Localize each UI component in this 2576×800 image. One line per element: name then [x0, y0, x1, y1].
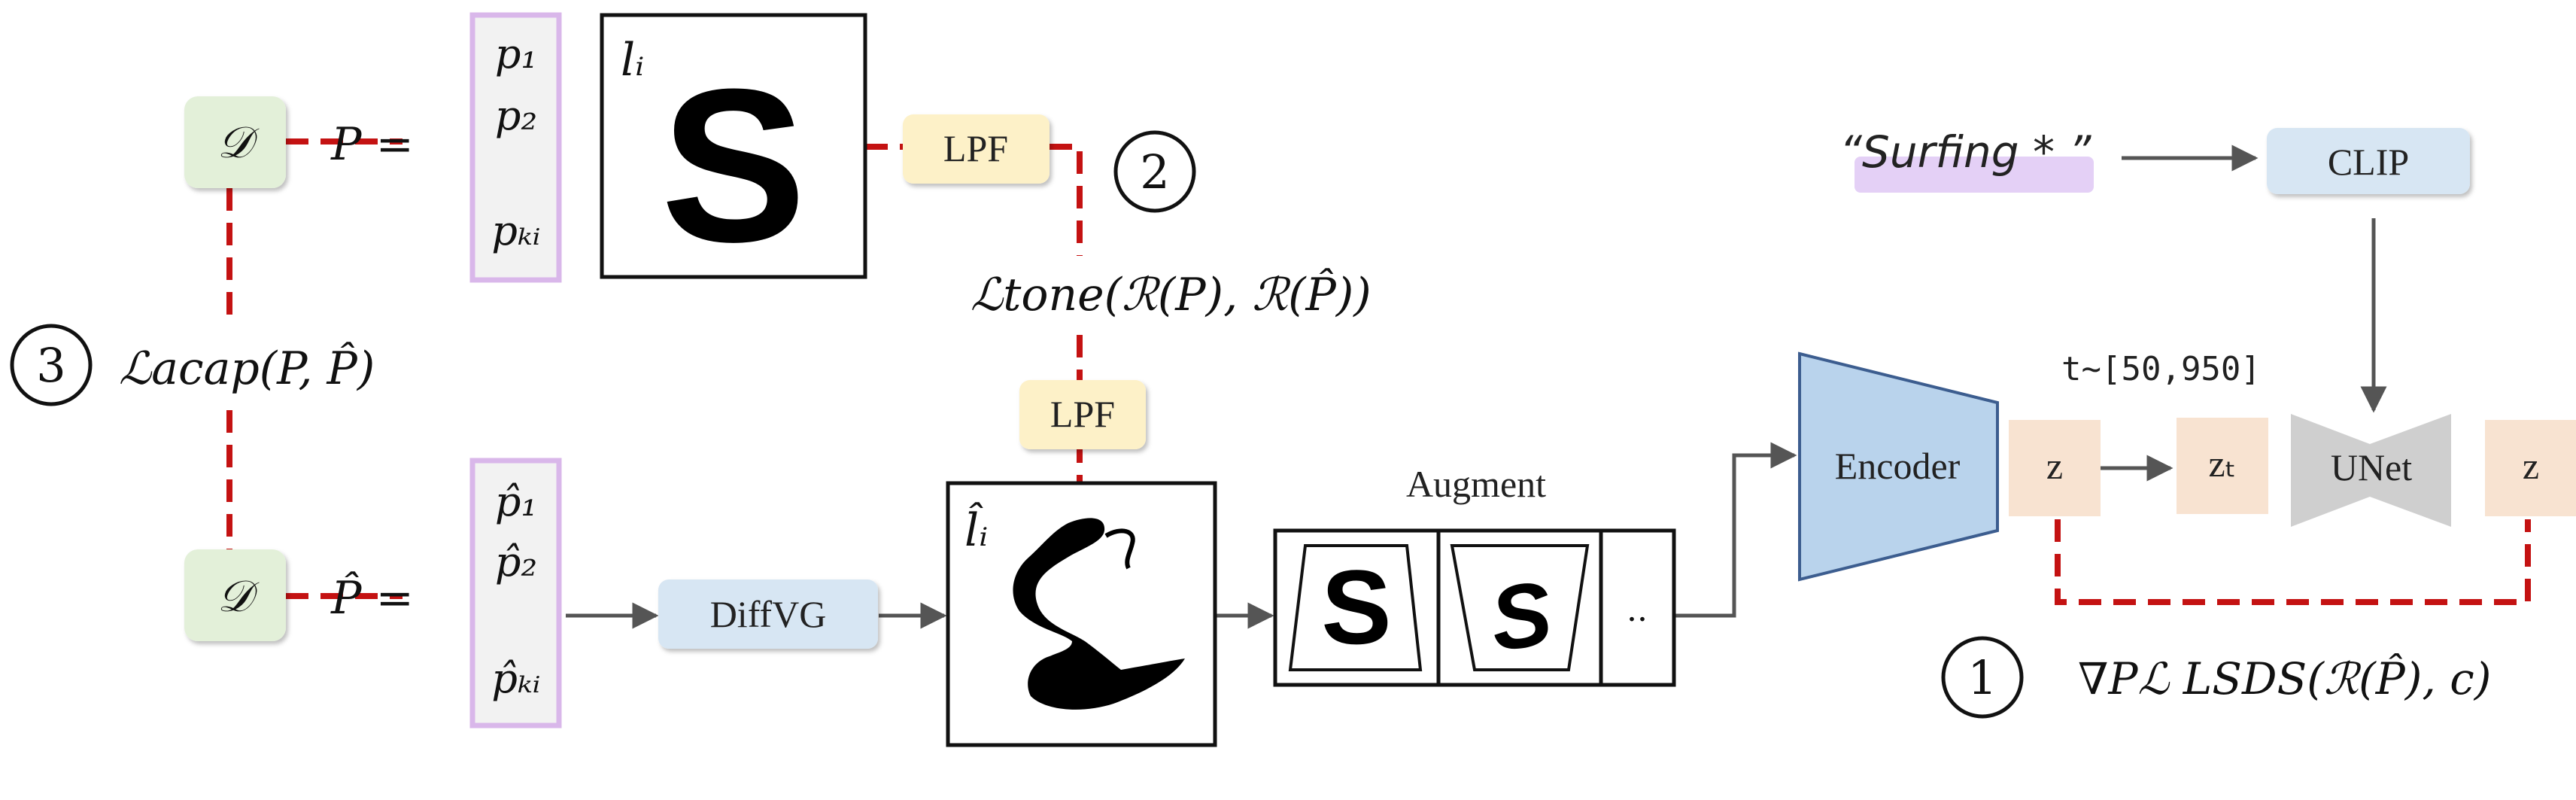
- latent-z-left: z: [2009, 420, 2101, 516]
- step-one: 1: [1941, 636, 2024, 719]
- augment-glyph-2: S: [1484, 562, 1558, 671]
- p-item-1: p₁: [495, 30, 537, 78]
- clip-label: CLIP: [2328, 141, 2409, 183]
- latent-z-right: z: [2485, 420, 2576, 516]
- diffvg-label: DiffVG: [710, 593, 827, 635]
- encoder: Encoder: [1798, 351, 1999, 582]
- p-item-ki: pₖᵢ: [491, 207, 540, 254]
- unet: UNet: [2291, 414, 2451, 527]
- augment-frame-1: [1288, 544, 1423, 671]
- lpf-top: LPF: [903, 114, 1050, 184]
- phat-set-box: [469, 458, 562, 729]
- p-set-box: [469, 12, 562, 283]
- input-letter-label: lᵢ: [621, 34, 644, 87]
- dash-z-loop: [2055, 519, 2531, 605]
- descriptor-top: 𝒟: [184, 96, 286, 188]
- step-three: 3: [10, 324, 93, 406]
- unet-label: UNet: [2331, 446, 2412, 488]
- phat-item-2: p̂₂: [495, 538, 537, 586]
- lpf-top-label: LPF: [943, 127, 1008, 169]
- output-letter-panel: l̂ᵢ: [946, 481, 1217, 747]
- lsds-gradient: ∇Pℒ LSDS(ℛ(P̂), c): [2078, 652, 2491, 704]
- step-one-label: 1: [1967, 650, 1997, 705]
- p-equals: P =: [330, 118, 414, 171]
- phat-item-1: p̂₁: [495, 478, 537, 525]
- arrows: [566, 144, 2387, 629]
- latent-zt-label: zₜ: [2209, 443, 2237, 485]
- augment-frame-2: [1450, 544, 1590, 671]
- augment-title: Augment: [1406, 463, 1546, 505]
- tone-loss: ℒtone(ℛ(P), ℛ(P̂)): [971, 268, 1372, 321]
- encoder-label: Encoder: [1835, 445, 1961, 487]
- input-letter-glyph: S: [661, 44, 806, 287]
- dashed-connections: [226, 138, 2531, 605]
- p-item-2: p₂: [495, 92, 537, 139]
- lpf-middle: LPF: [1019, 380, 1146, 449]
- text-prompt: “Surfing * ”: [1839, 126, 2094, 193]
- timestep-range: t∼[50,950]: [2061, 350, 2261, 388]
- latent-zt: zₜ: [2177, 418, 2268, 514]
- acap-loss: ℒacap(P, P̂): [119, 342, 375, 395]
- arrow-augment-to-encoder: [1674, 442, 1797, 618]
- clip-encoder: CLIP: [2267, 128, 2470, 194]
- input-letter-panel: lᵢ S: [600, 13, 867, 287]
- text-prompt-label: “Surfing * ”: [1839, 126, 2091, 178]
- phat-equals: P̂ =: [330, 571, 414, 625]
- output-letter-label: l̂ᵢ: [964, 502, 988, 557]
- descriptor-bottom: 𝒟: [184, 549, 286, 641]
- latent-z-left-label: z: [2046, 445, 2063, 487]
- augment-glyph-1: S: [1321, 548, 1391, 666]
- latent-z-right-label: z: [2523, 445, 2539, 487]
- step-three-label: 3: [36, 338, 65, 393]
- surfer-shape-icon: [1013, 518, 1185, 710]
- dash-lpf-to-tone: [1050, 144, 1083, 256]
- step-two: 2: [1113, 130, 1196, 213]
- step-two-label: 2: [1140, 144, 1169, 199]
- lpf-middle-label: LPF: [1050, 393, 1115, 435]
- phat-item-ki: p̂ₖᵢ: [491, 655, 540, 702]
- surfer-head-icon: [1104, 528, 1135, 570]
- augment-strip: S S ..: [1273, 528, 1676, 687]
- diffvg-renderer: DiffVG: [658, 579, 878, 649]
- augment-more: ..: [1627, 591, 1648, 629]
